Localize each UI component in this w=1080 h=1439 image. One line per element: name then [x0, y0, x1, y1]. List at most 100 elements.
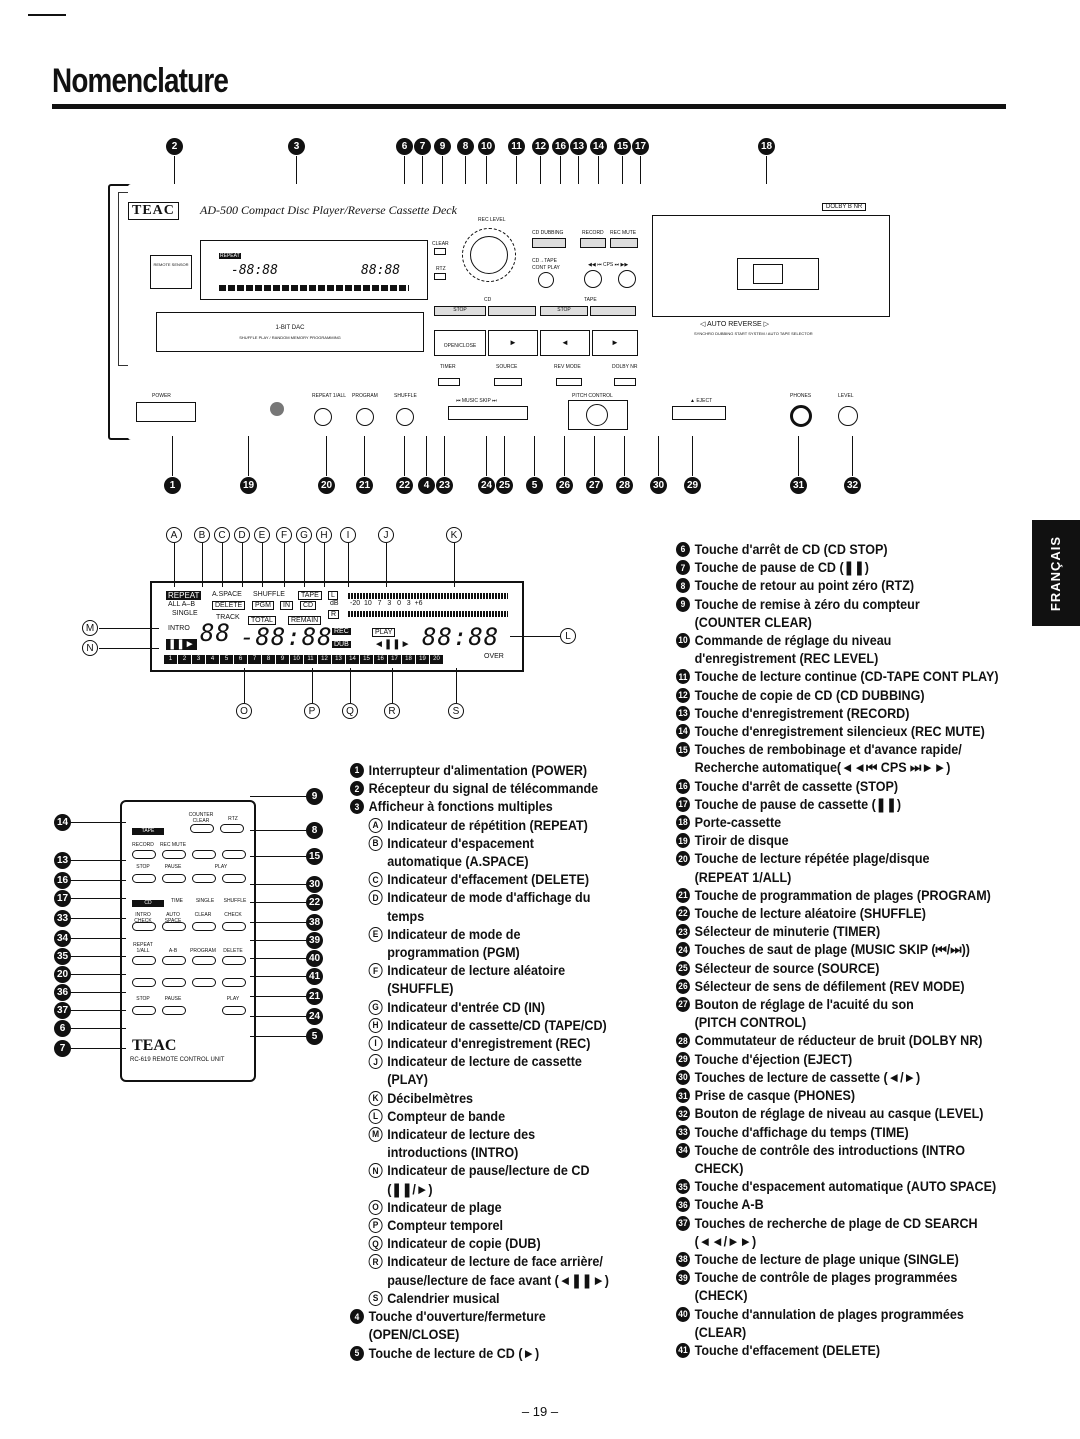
deck-callout-13: 13	[570, 138, 587, 155]
remote-ab-button[interactable]	[162, 956, 186, 965]
list-item-15-continuation: Recherche automatique(◄◄⏮ CPS ⏭►►)	[694, 760, 951, 776]
phones-level-knob[interactable]	[838, 406, 858, 426]
remote-cd-pause-button[interactable]	[162, 1006, 186, 1015]
tape-pause-button[interactable]	[590, 306, 636, 316]
source-switch[interactable]	[494, 378, 522, 386]
language-tab: FRANÇAIS	[1032, 520, 1080, 626]
remote-tape-stop-label: STOP	[136, 864, 150, 870]
list-item-28-number: 28	[676, 1033, 690, 1049]
remote-tape-pause-button[interactable]	[162, 874, 186, 883]
remote-cd-stop-label: STOP	[136, 996, 150, 1002]
cd-pause-button[interactable]	[488, 306, 536, 316]
rtz-button[interactable]	[434, 273, 446, 280]
remote-ffwd-button[interactable]	[222, 850, 246, 859]
shuffle-button[interactable]	[396, 408, 414, 426]
deck-callout-22: 22	[396, 477, 413, 494]
cd-section-label: CD	[484, 297, 492, 303]
deck-callout-4: 4	[418, 477, 435, 494]
tape-reverse-play-button[interactable]: ◄	[540, 330, 590, 356]
eject-button[interactable]	[672, 406, 726, 420]
rev-mode-switch[interactable]	[556, 378, 582, 386]
remote-counter-clear-button[interactable]	[190, 824, 214, 833]
repeat-button[interactable]	[314, 408, 332, 426]
remote-cd-search-back-button[interactable]	[132, 978, 156, 987]
cassette-holder[interactable]	[652, 215, 890, 317]
disc-tray[interactable]: 1-BIT DAC SHUFFLE PLAY / RANDOM MEMORY P…	[156, 312, 424, 352]
remote-repeat-button[interactable]	[132, 956, 156, 965]
remote-callout-30: 30	[306, 876, 323, 893]
record-button[interactable]	[580, 238, 606, 248]
counter-clear-button[interactable]	[434, 248, 446, 255]
list-sub-i-text: Indicateur d'enregistrement (REC)	[387, 1036, 591, 1052]
auto-reverse-sublabel: SYNCHRO DUBBING START SYSTEM / AUTO TAPE…	[694, 331, 813, 336]
list-sub-k-number: K	[368, 1090, 383, 1106]
remote-check-button[interactable]	[222, 922, 246, 931]
eject-label: ▲ EJECT	[690, 398, 713, 404]
lcd-meter-l	[348, 593, 508, 599]
remote-callout-9: 9	[306, 788, 323, 805]
remote-callout-40: 40	[306, 950, 323, 967]
remote-auto-space-button[interactable]	[162, 922, 186, 931]
cd-play-button[interactable]: ►	[488, 330, 538, 356]
pitch-control-knob[interactable]	[586, 404, 608, 426]
remote-rtz-button[interactable]	[220, 824, 244, 833]
deck-callout-16: 16	[552, 138, 569, 155]
remote-skip-fwd-button[interactable]	[222, 978, 246, 987]
lcd-tape-counter: 88:88	[422, 623, 500, 651]
list-item-37-continuation: (◄◄/►►)	[694, 1233, 757, 1249]
remote-tape-rev-play-button[interactable]	[192, 874, 216, 883]
deck-callout-9: 9	[434, 138, 451, 155]
dolby-nr-switch[interactable]	[614, 378, 636, 386]
timer-switch[interactable]	[438, 378, 460, 386]
remote-skip-back-button[interactable]	[192, 978, 216, 987]
remote-record-button[interactable]	[132, 850, 156, 859]
list-item-2-text: Récepteur du signal de télécommande	[368, 781, 599, 797]
remote-rewind-button[interactable]	[192, 850, 216, 859]
deck-callout-14: 14	[590, 138, 607, 155]
music-skip-buttons[interactable]	[448, 406, 528, 420]
phones-jack[interactable]	[790, 405, 812, 427]
remote-tape-stop-button[interactable]	[132, 874, 156, 883]
calendar-track-5: 5	[220, 655, 233, 664]
remote-intro-check-button[interactable]	[132, 922, 156, 931]
fast-forward-button[interactable]	[618, 270, 636, 288]
deck-brand: TEAC	[128, 202, 179, 220]
lcd-aspace: A.SPACE	[210, 591, 244, 598]
remote-tape-play-button[interactable]	[222, 874, 246, 883]
remote-callout-5: 5	[306, 1028, 323, 1045]
cd-dubbing-button[interactable]	[532, 238, 566, 248]
remote-delete-button[interactable]	[222, 956, 246, 965]
cd-tape-cont-play-button[interactable]	[538, 272, 554, 288]
remote-cd-stop-button[interactable]	[132, 1006, 156, 1015]
list-sub-l-number: L	[368, 1108, 383, 1124]
power-button[interactable]	[136, 402, 196, 422]
tape-stop-button[interactable]: STOP	[540, 306, 588, 316]
lcd-leader-h	[324, 543, 325, 587]
program-button[interactable]	[356, 408, 374, 426]
list-sub-i-number: I	[368, 1036, 383, 1052]
cd-stop-button[interactable]: STOP	[434, 306, 486, 316]
clear-label: CLEAR	[432, 241, 449, 247]
remote-program-button[interactable]	[192, 956, 216, 965]
remote-cd-search-fwd-button[interactable]	[162, 978, 186, 987]
remote-rec-mute-button[interactable]	[162, 850, 186, 859]
remote-clear-button[interactable]	[192, 922, 216, 931]
list-item-23-number: 23	[676, 924, 690, 940]
rec-level-knob[interactable]	[470, 236, 508, 274]
lcd-cd: CD	[300, 601, 317, 610]
list-sub-o-number: O	[368, 1199, 383, 1215]
deck-callout-5: 5	[526, 477, 543, 494]
list-item-38-text: Touche de lecture de plage unique (SINGL…	[694, 1251, 959, 1267]
list-sub-j-text: Indicateur de lecture de cassette	[387, 1054, 582, 1070]
remote-cd-play-button[interactable]	[222, 1006, 246, 1015]
auto-reverse-label: ◁ AUTO REVERSE ▷	[700, 321, 769, 328]
rewind-button[interactable]	[584, 270, 602, 288]
open-close-button[interactable]: OPEN/CLOSE	[434, 330, 486, 356]
rec-mute-button[interactable]	[610, 238, 638, 248]
tape-forward-play-button[interactable]: ►	[592, 330, 638, 356]
